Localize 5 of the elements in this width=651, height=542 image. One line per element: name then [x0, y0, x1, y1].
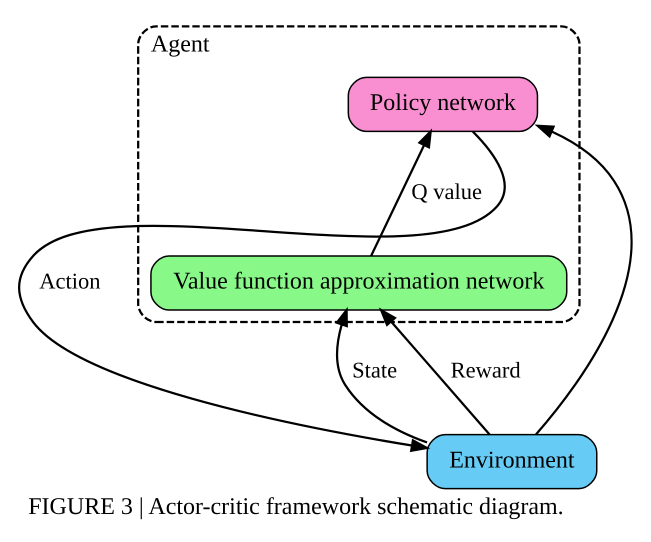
- edge-label: Q value: [411, 178, 482, 204]
- edge-label: State: [352, 358, 398, 383]
- edge-label: Reward: [450, 358, 521, 383]
- edge-label: Action: [39, 268, 100, 294]
- caption: FIGURE 3 | Actor-critic framework schematic diagram.: [28, 494, 564, 520]
